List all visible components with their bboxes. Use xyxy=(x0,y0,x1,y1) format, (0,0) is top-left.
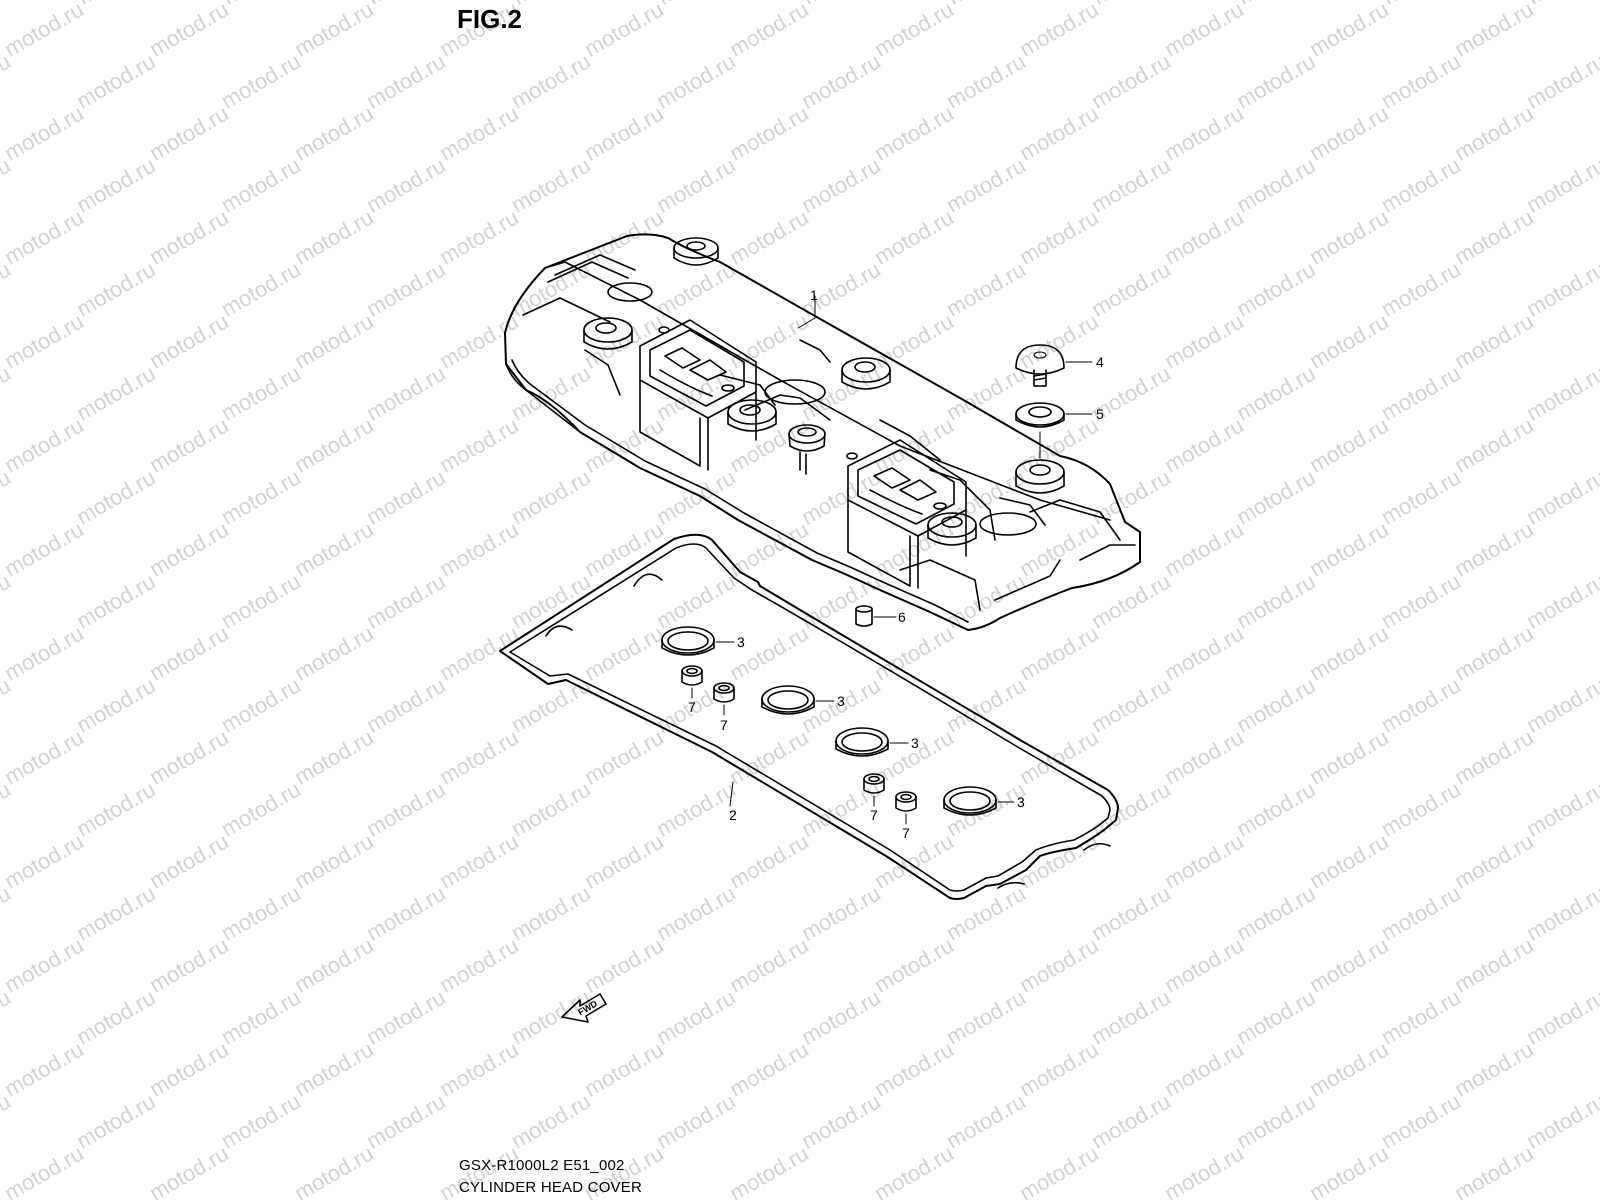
plug-seal-1 xyxy=(661,626,735,656)
cylinder-head-cover xyxy=(504,233,1141,631)
cover-bolt xyxy=(1015,344,1093,387)
callout-7a: 7 xyxy=(688,699,696,715)
small-seal-4 xyxy=(895,791,917,825)
diagram-footer: GSX-R1000L2 E51_002 CYLINDER HEAD COVER xyxy=(459,1155,642,1199)
cover-washer xyxy=(1015,402,1093,459)
plug-seal-3 xyxy=(835,727,909,757)
section-title: CYLINDER HEAD COVER xyxy=(459,1179,643,1196)
coil-opening-right xyxy=(846,439,967,589)
figure-title: FIG.2 xyxy=(457,4,523,34)
plug-hole-seals xyxy=(661,626,1015,816)
callout-2: 2 xyxy=(729,807,737,823)
plug-wells xyxy=(607,282,1037,536)
small-seal-1 xyxy=(681,665,703,699)
plug-seal-2 xyxy=(761,685,835,715)
breather-fitting xyxy=(788,424,826,475)
callout-1: 1 xyxy=(810,287,818,303)
callout-3a: 3 xyxy=(737,634,745,650)
callout-3c: 3 xyxy=(911,735,919,751)
callout-7c: 7 xyxy=(870,807,878,823)
small-seals xyxy=(681,665,917,825)
bolt-bosses xyxy=(583,237,1065,546)
callout-4: 4 xyxy=(1096,354,1104,370)
coil-opening-left xyxy=(639,319,757,471)
callout-3d: 3 xyxy=(1017,794,1025,810)
callout-5: 5 xyxy=(1096,406,1104,422)
callout-3b: 3 xyxy=(837,693,845,709)
small-seal-2 xyxy=(713,682,735,716)
callout-labels: 1 2 3 3 3 3 4 5 6 7 7 7 7 xyxy=(688,287,1104,841)
dowel-pin xyxy=(855,605,897,627)
fwd-direction-arrow: FWD xyxy=(561,993,607,1023)
callout-7d: 7 xyxy=(902,825,910,841)
plug-seal-4 xyxy=(943,786,1015,816)
callout-6: 6 xyxy=(898,609,906,625)
small-seal-3 xyxy=(863,773,885,807)
model-code: GSX-R1000L2 E51_002 xyxy=(459,1157,625,1174)
callout-7b: 7 xyxy=(720,717,728,733)
head-cover-gasket xyxy=(499,533,1119,900)
